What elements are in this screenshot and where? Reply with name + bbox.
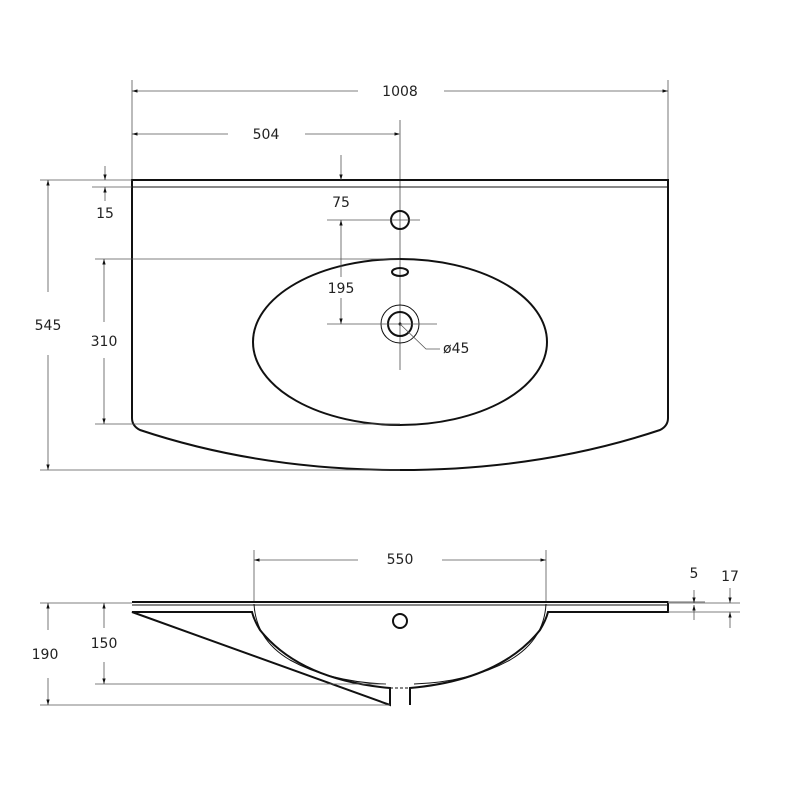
dim-back-rim: 15	[96, 206, 114, 222]
dim-bowl-height: 150	[91, 636, 118, 652]
drain-leader-line	[399, 323, 440, 350]
dim-overall-width: 1008	[382, 84, 418, 100]
dim-tap-offset: 75	[332, 195, 350, 211]
dim-tap-to-drain: 195	[328, 281, 355, 297]
overflow-hole-side	[392, 613, 408, 629]
dim-drain-diameter: ø45	[443, 341, 469, 357]
dim-half-width: 504	[253, 127, 280, 143]
basin-section-outline	[131, 601, 669, 707]
overflow-hole	[391, 267, 409, 277]
top-view: 1008 504 ø45 75 195	[32, 80, 669, 472]
dim-overall-height: 190	[32, 647, 59, 663]
dim-slab-thickness: 17	[721, 569, 739, 585]
dim-bowl-width: 550	[387, 552, 414, 568]
bowl-inner-contour	[253, 603, 547, 685]
dim-slab-top: 5	[690, 566, 699, 582]
dim-overall-depth: 545	[35, 318, 62, 334]
dim-bowl-depth: 310	[91, 334, 118, 350]
side-view: 550 5 17 150 190	[29, 549, 742, 707]
basin-outline	[131, 179, 669, 472]
